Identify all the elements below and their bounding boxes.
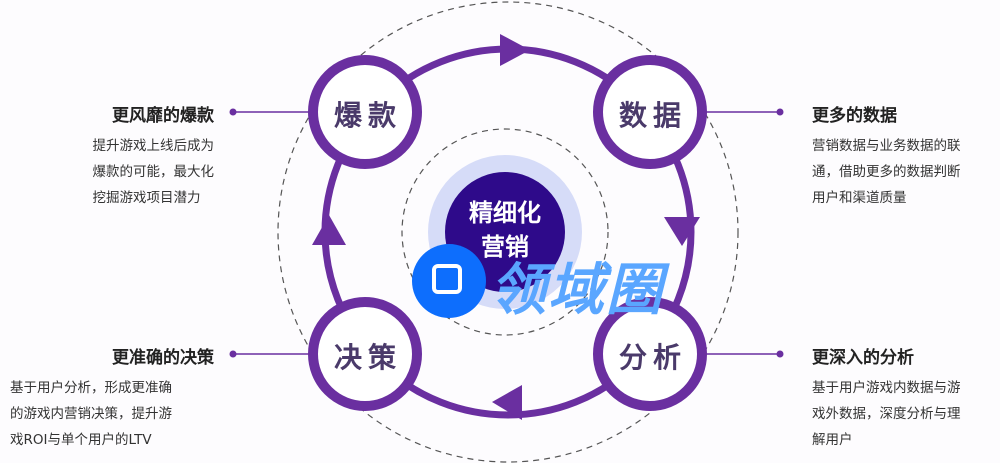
center-label: 精细化 营销 xyxy=(445,196,565,264)
center-line1: 精细化 xyxy=(469,199,541,227)
arrow-down-icon xyxy=(664,217,700,246)
arrow-up-icon xyxy=(312,215,346,245)
desc-line: 基于用户分析，形成更准确 xyxy=(10,380,172,396)
connector-dot xyxy=(229,108,237,116)
desc-line: 戏ROI与单个用户的LTV xyxy=(10,432,152,448)
node-circle xyxy=(308,297,422,411)
block-title: 更深入的分析 xyxy=(812,348,914,368)
desc-line: 解用户 xyxy=(812,432,853,448)
desc-line: 爆款的可能，最大化 xyxy=(92,164,215,180)
desc-line: 营销数据与业务数据的联 xyxy=(812,138,961,154)
connector-dot xyxy=(229,350,237,358)
desc-line: 通，借助更多的数据判断 xyxy=(812,164,961,180)
block-desc: 提升游戏上线后成为 爆款的可能，最大化 挖掘游戏项目潜力 xyxy=(93,133,215,211)
connector-dot xyxy=(776,108,784,116)
node-circle xyxy=(308,55,422,169)
desc-line: 戏外数据，深度分析与理 xyxy=(812,406,961,422)
node-label-hit: 爆款 xyxy=(333,99,402,132)
node-label-decision: 决策 xyxy=(333,341,402,374)
watermark-logo-icon xyxy=(412,244,486,318)
inner-dashed-ring xyxy=(401,128,609,336)
node-circle xyxy=(593,55,707,169)
arrow-left-icon xyxy=(492,385,522,420)
desc-line: 基于用户游戏内数据与游 xyxy=(812,380,961,396)
node-circle xyxy=(593,297,707,411)
outer-dashed-ring xyxy=(277,1,739,463)
block-desc: 基于用户分析，形成更准确 的游戏内营销决策，提升游 戏ROI与单个用户的LTV xyxy=(10,375,172,453)
node-label-analysis: 分析 xyxy=(618,341,687,374)
block-title: 更风靡的爆款 xyxy=(112,106,214,126)
desc-line: 提升游戏上线后成为 xyxy=(92,138,215,154)
block-title: 更准确的决策 xyxy=(112,348,214,368)
block-title: 更多的数据 xyxy=(812,106,897,126)
block-desc: 基于用户游戏内数据与游 戏外数据，深度分析与理 解用户 xyxy=(812,375,961,453)
arrow-right-icon xyxy=(500,34,530,66)
node-label-data: 数据 xyxy=(618,99,687,132)
center-line2: 营销 xyxy=(481,233,529,261)
watermark: 领域圈 xyxy=(490,258,664,323)
desc-line: 的游戏内营销决策，提升游 xyxy=(10,406,172,422)
desc-line: 用户和渠道质量 xyxy=(812,190,907,206)
desc-line: 挖掘游戏项目潜力 xyxy=(92,190,201,206)
block-desc: 营销数据与业务数据的联 通，借助更多的数据判断 用户和渠道质量 xyxy=(812,133,961,211)
connector-dot xyxy=(776,350,784,358)
